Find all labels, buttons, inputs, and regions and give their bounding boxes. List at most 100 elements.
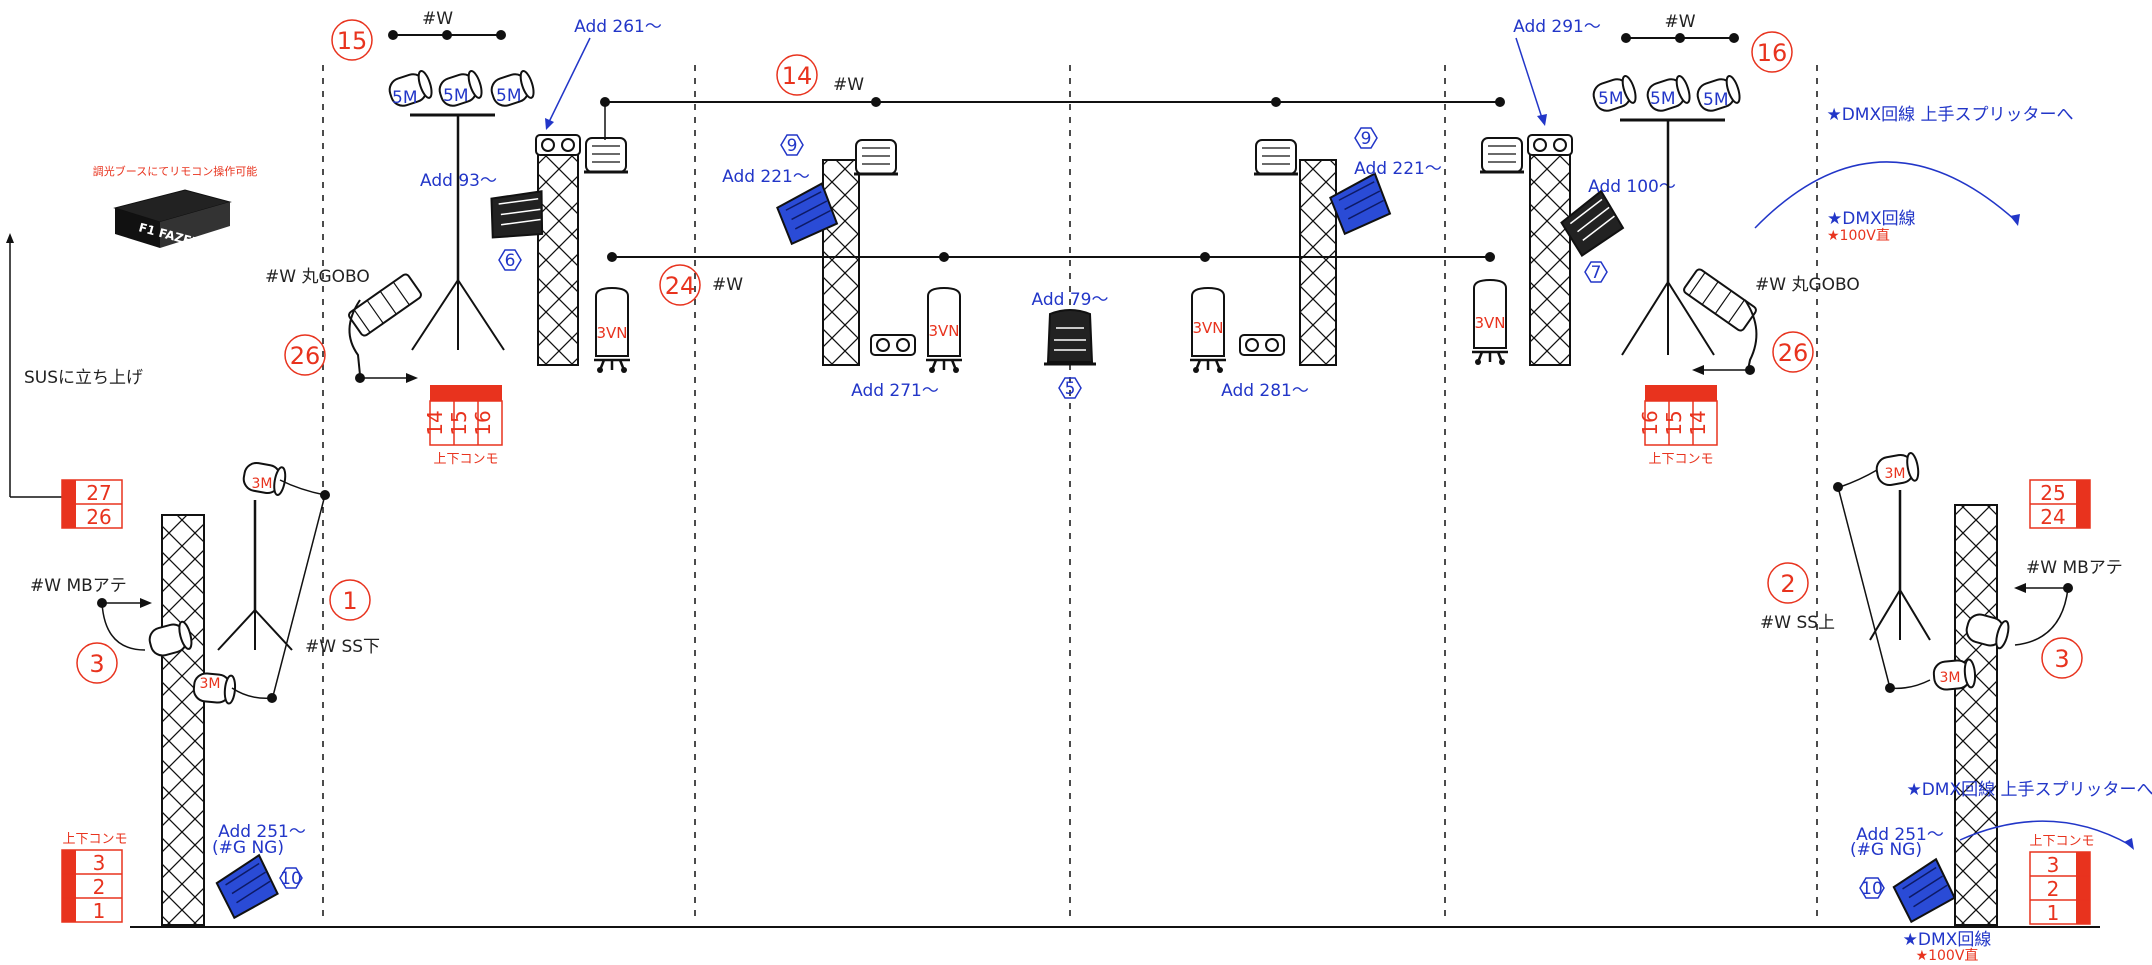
gng-label: (#G NG)	[1850, 840, 1922, 860]
add-label: Add 79〜	[1032, 290, 1109, 310]
pointer-arrow-icon	[545, 118, 554, 130]
hex-number-label: 9	[787, 136, 798, 156]
fixture-white-mover	[1478, 136, 1526, 174]
tag-3m: 3M	[252, 476, 273, 492]
box-number: 2	[93, 875, 106, 899]
fixture-white-mover	[852, 138, 900, 176]
side-box-left: 27 26	[61, 479, 123, 529]
fixture-twin	[870, 334, 916, 356]
hex-number	[780, 134, 804, 156]
fixture-gobo-right	[1683, 268, 1757, 332]
fixture-spot-blue	[211, 852, 282, 921]
hex-number	[279, 867, 303, 889]
fixture-white-mover	[582, 136, 630, 174]
add-label: Add 100〜	[1588, 177, 1676, 197]
stand-right-side	[1869, 490, 1931, 641]
conmo-box-top-right: 16 15 14 上下コンモ	[1638, 385, 1718, 467]
circle-number	[2041, 637, 2083, 679]
circle-number	[331, 19, 373, 61]
mb-label: #W MBアテ	[30, 576, 127, 596]
circle-number	[1767, 562, 1809, 604]
tag-3m: 3M	[1885, 466, 1906, 482]
hazer-icon: F1 FAZER	[113, 189, 232, 250]
circle-number	[329, 579, 371, 621]
hex-number	[1354, 127, 1378, 149]
circle-number-label: 3	[89, 650, 104, 678]
conmo-box-bottom-left: 上下コンモ 3 2 1	[61, 832, 128, 923]
tag-3m: 3M	[200, 676, 221, 692]
conmo-box-bottom-right: 上下コンモ 3 2 1	[2029, 834, 2095, 925]
add-label: Add 271〜	[851, 381, 939, 401]
circle-number	[76, 642, 118, 684]
truss-center-left	[822, 159, 860, 366]
box-number: 14	[423, 410, 447, 435]
circle-number	[776, 54, 818, 96]
arrow-left-icon	[1692, 365, 1704, 375]
ss-label: #W SS下	[305, 637, 380, 657]
conmo-box-top-left: 14 15 16 上下コンモ	[423, 385, 503, 467]
dmx-arc	[1754, 161, 2016, 229]
fixture-center-mover	[1044, 309, 1096, 366]
pipe-lower-nodes	[607, 252, 1495, 262]
gobo-label: #W 丸GOBO	[1755, 275, 1860, 295]
dmx-note-line1: ★DMX回線	[1903, 930, 1992, 950]
box-number: 14	[1686, 410, 1710, 435]
conmo-label: 上下コンモ	[1648, 452, 1713, 467]
hex-number	[1859, 877, 1885, 899]
remote-note: 調光ブースにてリモコン操作可能	[93, 164, 257, 178]
label-w: #W	[1664, 12, 1695, 32]
box-number: 27	[86, 481, 111, 505]
truss-left-side	[161, 514, 205, 926]
tag-5m: 5M	[443, 86, 468, 106]
box-number: 26	[86, 505, 111, 529]
add-label: Add 291〜	[1513, 17, 1601, 37]
fixture-spot-blue	[1326, 171, 1394, 237]
tag-3m: 3M	[1940, 670, 1961, 686]
fixture-twin	[1527, 134, 1573, 156]
arrow-right-icon	[140, 598, 152, 608]
tag-3vn: 3VN	[596, 324, 627, 342]
box-number: 25	[2040, 481, 2065, 505]
dmx-note-line1: ★DMX回線	[1827, 209, 1916, 229]
conmo-label: 上下コンモ	[62, 832, 127, 847]
add-label: Add 261〜	[574, 17, 662, 37]
box-number: 15	[447, 410, 471, 435]
dmx-note: ★DMX回線 上手スプリッターへ	[1906, 780, 2152, 800]
circle-number-label: 26	[290, 342, 321, 370]
box-number: 24	[2040, 505, 2065, 529]
label-w: #W	[833, 75, 864, 95]
conmo-label: 上下コンモ	[2029, 834, 2094, 849]
pointer-line	[1515, 37, 1543, 119]
tag-3vn: 3VN	[928, 322, 959, 340]
hex-number	[1058, 377, 1082, 399]
fixture-gobo-left	[348, 273, 422, 337]
tag-5m: 5M	[1598, 89, 1623, 109]
dmx-note: ★DMX回線 上手スプリッターへ	[1826, 105, 2073, 125]
box-number: 3	[2047, 853, 2060, 877]
arrow-left-icon	[2014, 583, 2026, 593]
circle-number-label: 15	[337, 27, 368, 55]
add-label: Add 93〜	[420, 171, 497, 191]
ss-label: #W SS上	[1760, 613, 1835, 633]
tag-5m: 5M	[1703, 90, 1728, 110]
arrow-right-icon	[406, 373, 418, 383]
stand-right-top	[1620, 33, 1739, 356]
side-box-right: 25 24	[2029, 479, 2091, 529]
label-w: #W	[712, 275, 743, 295]
hex-number-label: 6	[505, 251, 516, 271]
add-label: Add 221〜	[1354, 159, 1442, 179]
sus-arrow-icon	[6, 233, 14, 243]
hex-number-label: 7	[1591, 263, 1602, 283]
conmo-label: 上下コンモ	[433, 452, 498, 467]
box-number: 3	[93, 851, 106, 875]
fixture-twin	[535, 134, 581, 156]
circle-number-label: 2	[1780, 570, 1795, 598]
hex-number	[498, 249, 522, 271]
tag-3vn: 3VN	[1192, 319, 1223, 337]
box-number: 16	[471, 410, 495, 435]
mb-label: #W MBアテ	[2026, 558, 2123, 578]
circle-number	[1751, 31, 1793, 73]
circle-number-label: 14	[782, 62, 813, 90]
box-number: 1	[93, 899, 106, 923]
